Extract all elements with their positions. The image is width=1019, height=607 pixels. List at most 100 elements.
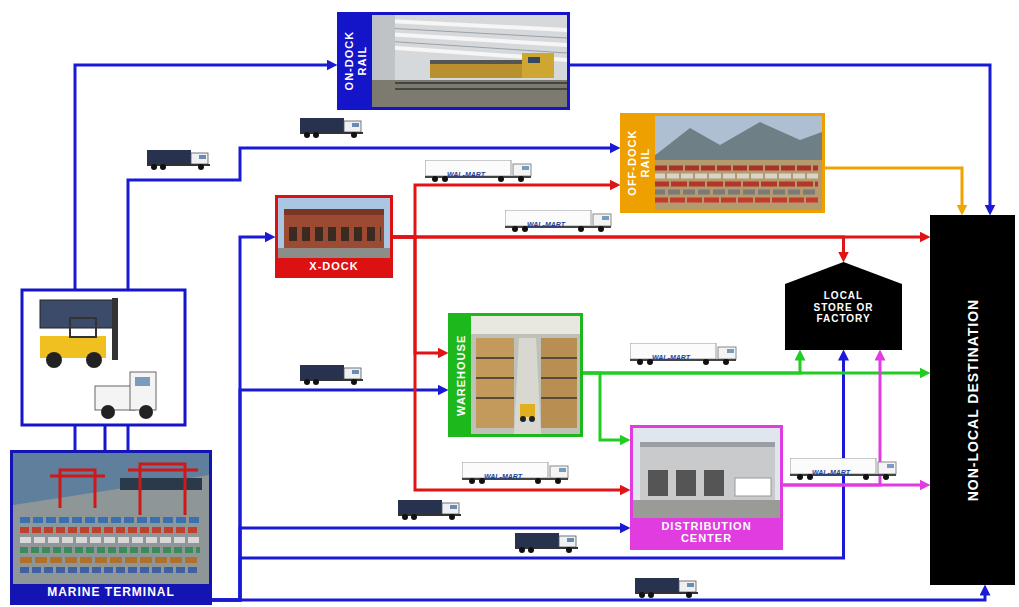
trailer-logo: WAL-MART: [527, 221, 565, 228]
equipment-link: [104, 425, 107, 450]
equipment-box: [22, 290, 185, 425]
distribution-center-photo-part: [640, 442, 775, 447]
marine-terminal-photo: [13, 453, 209, 602]
label-band: MARINE TERMINAL: [13, 584, 209, 602]
equipment-box-part: [46, 352, 62, 368]
marine-terminal-photo-part: [50, 475, 105, 478]
on-dock-rail-photo-part: [368, 15, 567, 107]
on-dock-rail-box: ON-DOCK RAIL: [337, 12, 570, 110]
warehouse-photo-part: [520, 416, 526, 422]
vertical-label: OFF-DOCK RAIL: [626, 121, 651, 205]
label-band: DISTRIBUTION CENTER: [633, 518, 780, 547]
flow-arrow: [212, 590, 985, 600]
vertical-label: NON-LOCAL DESTINATION: [964, 220, 980, 580]
node-label: ON-DOCK RAIL: [343, 20, 368, 102]
warehouse-photo-part: [476, 397, 514, 399]
node-label: OFF-DOCK RAIL: [626, 121, 651, 205]
trailer-logo: WAL-MART: [484, 473, 522, 480]
warehouse-photo-part: [541, 377, 577, 379]
off-dock-rail-photo-part: [653, 190, 818, 195]
distribution-center-photo-part: [676, 470, 696, 496]
trailer-trucks-part: [462, 462, 568, 484]
distribution-center-photo-part: [735, 478, 771, 496]
warehouse-photo-part: [476, 357, 514, 359]
on-dock-rail-photo-part: [368, 80, 567, 107]
flow-arrow: [212, 528, 625, 600]
equipment-box-part: [130, 372, 156, 410]
cross-dock-photo-part: [284, 209, 384, 215]
node-label: DISTRIBUTION CENTER: [637, 520, 776, 545]
container-trucks-part: [300, 365, 363, 385]
marine-terminal-photo-part: [120, 478, 202, 490]
store-house-shape: LOCAL STORE OR FACTORY: [785, 262, 902, 350]
warehouse-photo-part: [471, 316, 580, 334]
on-dock-rail-photo-part: [430, 60, 525, 78]
container-trucks-part: [635, 578, 698, 598]
marine-terminal-photo-part: [140, 464, 185, 515]
warehouse-photo-part: [541, 357, 577, 359]
flow-arrow: [570, 65, 990, 210]
cross-dock-photo-part: [289, 227, 381, 241]
trailer-trucks-part: [425, 160, 531, 182]
off-dock-rail-box: OFF-DOCK RAIL: [620, 113, 825, 213]
node-label: NON-LOCAL DESTINATION: [964, 220, 980, 580]
distribution-center-box: DISTRIBUTION CENTER: [630, 425, 783, 550]
equipment-box-part: [22, 290, 185, 425]
node-label: MARINE TERMINAL: [17, 586, 205, 600]
container-trucks-part: [515, 533, 578, 553]
flow-arrow: [393, 237, 443, 353]
distribution-center-photo: [633, 428, 780, 528]
trailer-trucks-part: [630, 343, 736, 365]
warehouse-photo: [471, 316, 580, 434]
house-label: LOCAL STORE OR FACTORY: [785, 262, 902, 325]
warehouse-box: WAREHOUSE: [448, 313, 583, 437]
destination-box: NON-LOCAL DESTINATION: [930, 215, 1015, 585]
on-dock-rail-photo-part: [430, 60, 525, 64]
marine-terminal-photo-part: [20, 517, 200, 523]
marine-terminal-photo-part: [128, 469, 198, 472]
on-dock-rail-photo-part: [395, 82, 567, 84]
vertical-label: WAREHOUSE: [455, 321, 468, 429]
label-panel: NON-LOCAL DESTINATION: [930, 215, 1015, 585]
cross-dock-photo-part: [284, 214, 384, 248]
warehouse-photo-part: [529, 416, 535, 422]
node-label: LOCAL STORE OR FACTORY: [805, 290, 883, 325]
equipment-box-part: [139, 405, 153, 419]
flow-arrow: [393, 237, 625, 490]
on-dock-rail-photo-part: [368, 27, 567, 38]
distribution-center-photo-part: [633, 428, 780, 528]
off-dock-rail-photo: [649, 116, 822, 210]
warehouse-photo-part: [476, 338, 514, 428]
marine-terminal-photo-part: [13, 475, 209, 602]
box-label: X-DOCK: [282, 260, 386, 273]
container-trucks-part: [300, 118, 363, 138]
distribution-center-photo-part: [640, 446, 775, 502]
flow-arrow: [128, 148, 615, 450]
marine-terminal-photo-part: [20, 567, 200, 573]
node-label: X-DOCK: [282, 260, 386, 273]
trailer-trucks-part: [505, 210, 611, 232]
off-dock-rail-photo-part: [653, 166, 818, 171]
warehouse-photo-part: [520, 404, 535, 417]
off-dock-rail-photo-part: [649, 122, 822, 165]
vertical-label: ON-DOCK RAIL: [343, 20, 368, 102]
warehouse-photo-part: [514, 338, 541, 434]
warehouse-photo-part: [541, 397, 577, 399]
warehouse-photo-part: [541, 338, 577, 428]
flow-arrow: [825, 168, 962, 210]
on-dock-rail-photo-part: [528, 57, 540, 63]
cross-dock-photo: [278, 198, 390, 274]
equipment-box-part: [86, 352, 102, 368]
label-band: WAREHOUSE: [451, 316, 471, 434]
marine-terminal-photo-part: [20, 547, 200, 553]
box-label: DISTRIBUTION CENTER: [637, 520, 776, 545]
house-shape: [785, 262, 902, 350]
marine-terminal-photo-part: [20, 527, 200, 533]
cross-dock-photo-part: [278, 248, 390, 274]
distribution-center-photo-part: [648, 470, 668, 496]
container-trucks-part: [147, 150, 210, 170]
on-dock-rail-photo-part: [368, 40, 567, 53]
warehouse-photo-part: [476, 377, 514, 379]
